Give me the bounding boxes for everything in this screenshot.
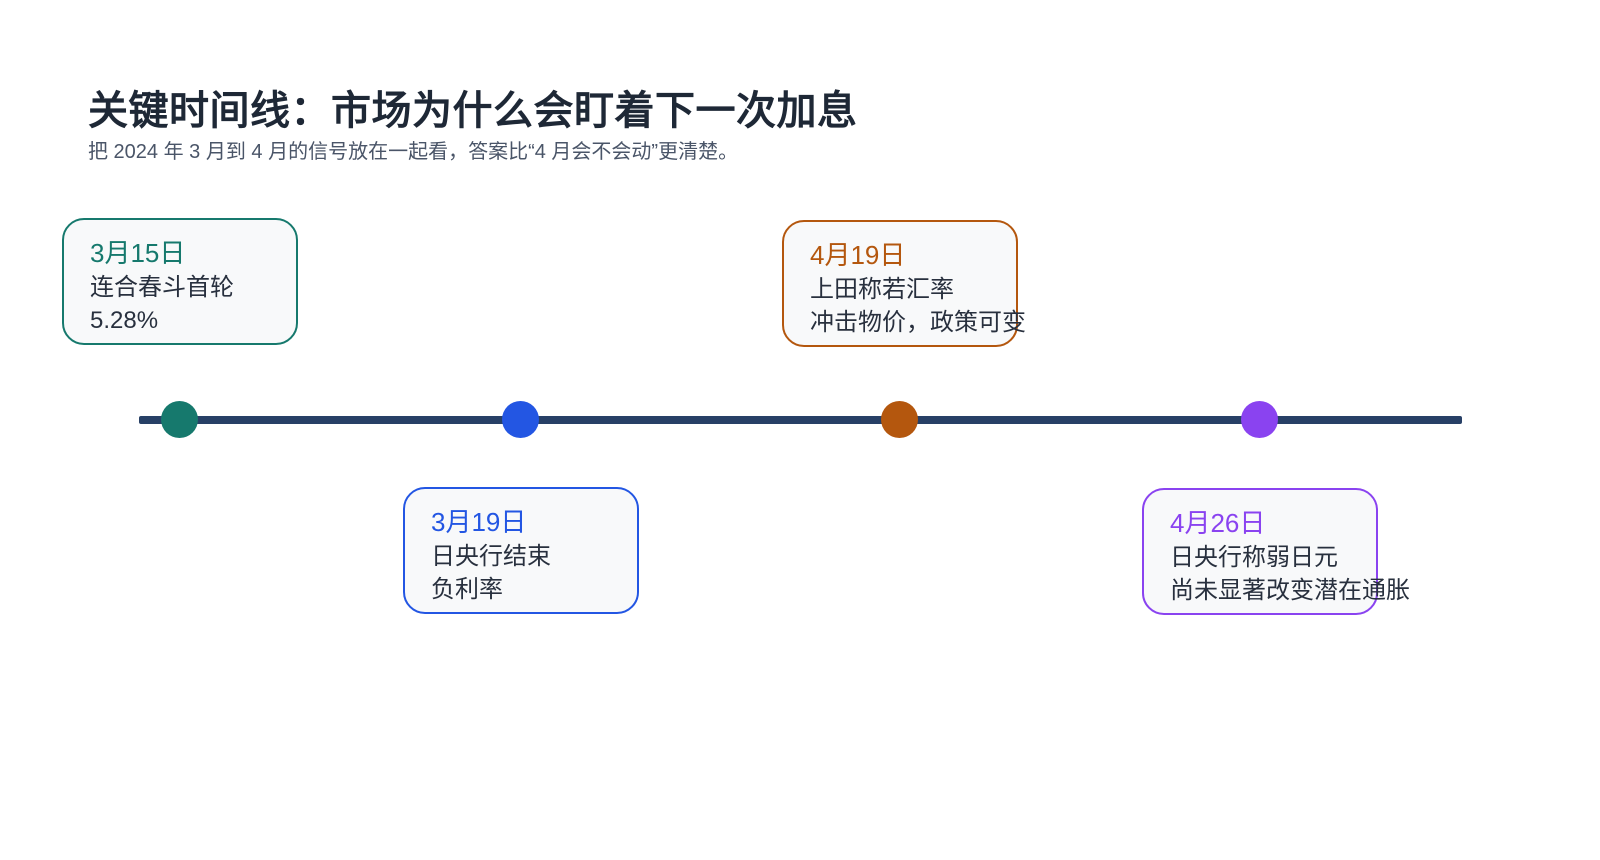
event-date: 4月19日 xyxy=(810,240,906,270)
event-date: 4月26日 xyxy=(1170,508,1266,538)
event-date: 3月15日 xyxy=(90,238,186,268)
timeline-dot-mar19 xyxy=(502,401,539,438)
event-text-line: 负利率 xyxy=(431,576,503,603)
event-text-line: 日央行称弱日元 xyxy=(1170,544,1338,571)
page-title: 关键时间线：市场为什么会盯着下一次加息 xyxy=(88,89,858,133)
event-text-line: 5.28% xyxy=(90,307,159,334)
event-card-apr26: 4月26日 日央行称弱日元 尚未显著改变潜在通胀 xyxy=(1142,488,1410,615)
event-text-line: 冲击物价，政策可变 xyxy=(810,309,1026,336)
event-date: 3月19日 xyxy=(431,507,527,537)
timeline-dot-mar15 xyxy=(161,401,198,438)
event-text-line: 上田称若汇率 xyxy=(810,276,954,303)
event-text-line: 尚未显著改变潜在通胀 xyxy=(1170,577,1410,604)
page-subtitle: 把 2024 年 3 月到 4 月的信号放在一起看，答案比“4 月会不会动”更清… xyxy=(88,141,739,163)
event-text-line: 日央行结束 xyxy=(431,543,551,570)
timeline-dot-apr26 xyxy=(1241,401,1278,438)
event-card-apr19: 4月19日 上田称若汇率 冲击物价，政策可变 xyxy=(782,220,1026,347)
event-card-mar19: 3月19日 日央行结束 负利率 xyxy=(403,487,639,614)
event-card-mar15: 3月15日 连合春斗首轮 5.28% xyxy=(62,218,298,345)
timeline-line xyxy=(139,416,1462,424)
timeline-dot-apr19 xyxy=(881,401,918,438)
event-text-line: 连合春斗首轮 xyxy=(90,274,234,301)
